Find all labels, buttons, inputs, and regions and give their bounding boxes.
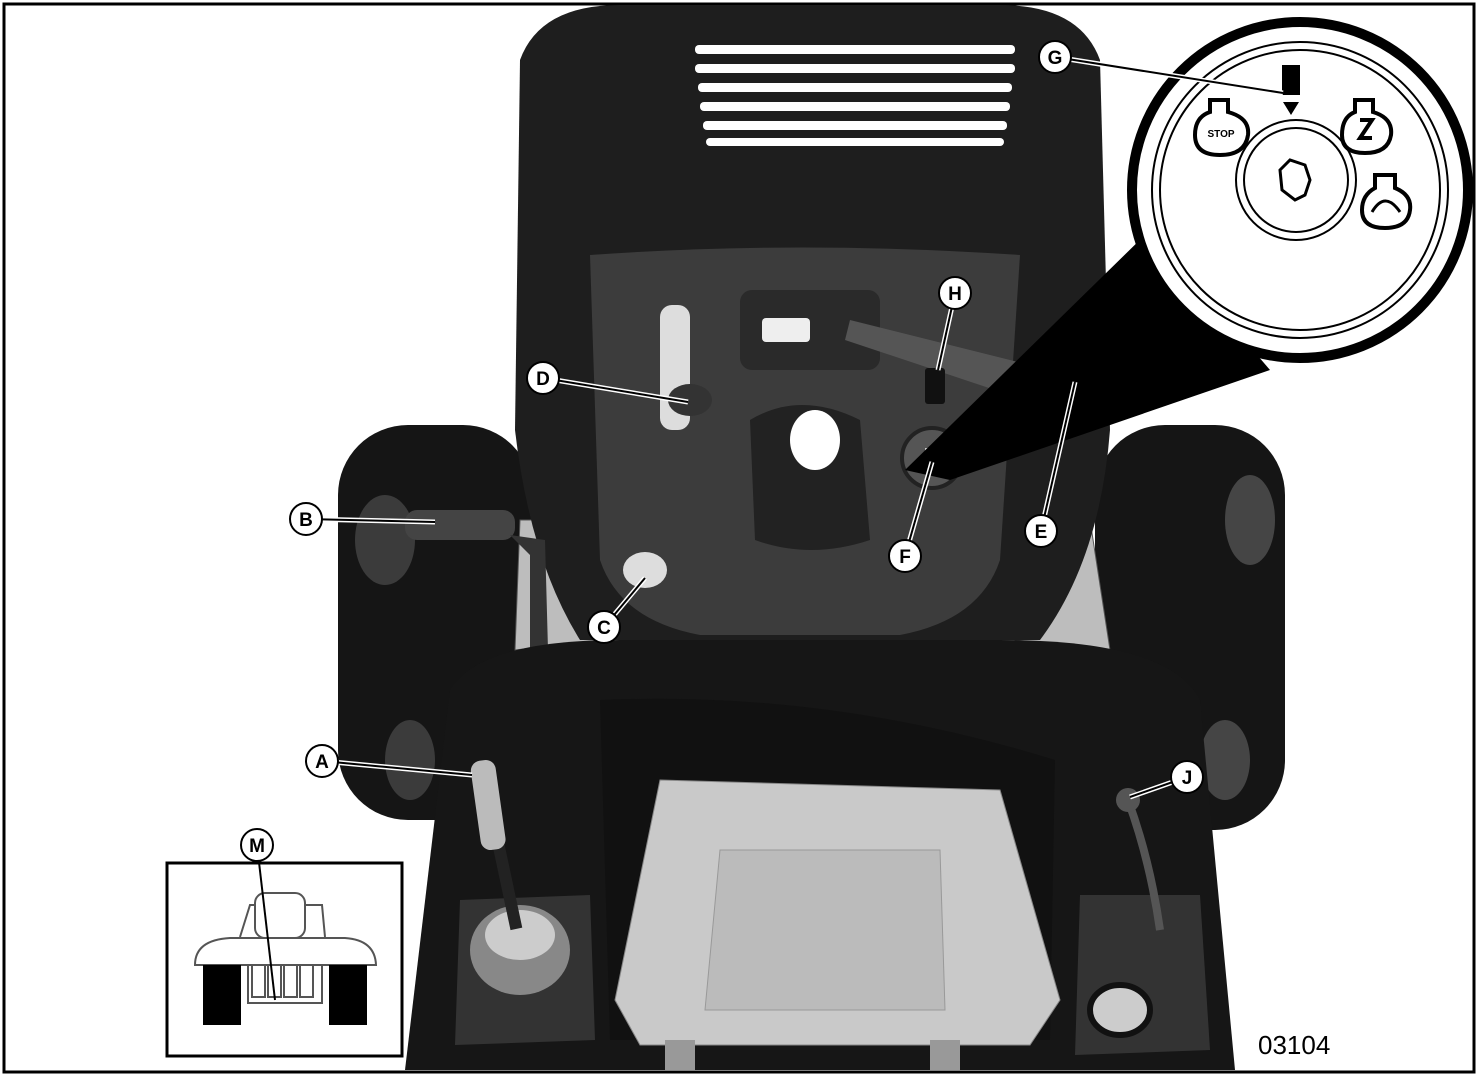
callout-a: A (305, 744, 339, 778)
svg-text:D: D (536, 369, 550, 390)
mower-deck-inset (165, 861, 404, 1058)
steering-shaft-opening (790, 410, 840, 470)
parking-brake-pedal[interactable] (405, 510, 548, 650)
svg-text:A: A (315, 752, 329, 773)
callout-g: G (1038, 40, 1072, 74)
svg-text:F: F (899, 547, 911, 568)
svg-text:J: J (1182, 768, 1193, 789)
svg-text:C: C (597, 618, 611, 639)
callout-m: M (240, 828, 274, 862)
callout-b: B (289, 502, 323, 536)
svg-text:H: H (948, 284, 962, 305)
ignition-switch-detail: STOP (905, 17, 1473, 480)
hood-vents (695, 45, 1015, 146)
seat-springs (665, 1040, 960, 1070)
ground-speed-lever[interactable] (1075, 788, 1210, 1055)
callout-d: D (526, 361, 560, 395)
key-slot-icon (1278, 158, 1312, 202)
stop-icon: STOP (1192, 98, 1251, 158)
hour-meter (762, 318, 810, 342)
seat-cushion (704, 849, 946, 1011)
headlight-switch[interactable] (925, 368, 945, 404)
fuel-cap[interactable] (623, 552, 667, 588)
svg-text:M: M (249, 836, 265, 857)
throttle-lever[interactable] (668, 384, 712, 416)
callout-e: E (1024, 514, 1058, 548)
cutting-height-lever[interactable] (455, 759, 595, 1045)
stop-label: STOP (1207, 129, 1234, 140)
svg-text:G: G (1048, 48, 1063, 69)
mow-in-reverse-icon (1282, 65, 1300, 115)
steering-column (750, 405, 870, 550)
svg-text:E: E (1035, 522, 1048, 543)
start-icon (1359, 173, 1413, 231)
callout-h: H (938, 276, 972, 310)
callout-c: C (587, 610, 621, 644)
callout-f: F (888, 539, 922, 573)
run-icon (1339, 98, 1394, 156)
figure-number: 03104 (1258, 1030, 1330, 1060)
callout-j: J (1170, 760, 1204, 794)
svg-text:B: B (299, 510, 313, 531)
